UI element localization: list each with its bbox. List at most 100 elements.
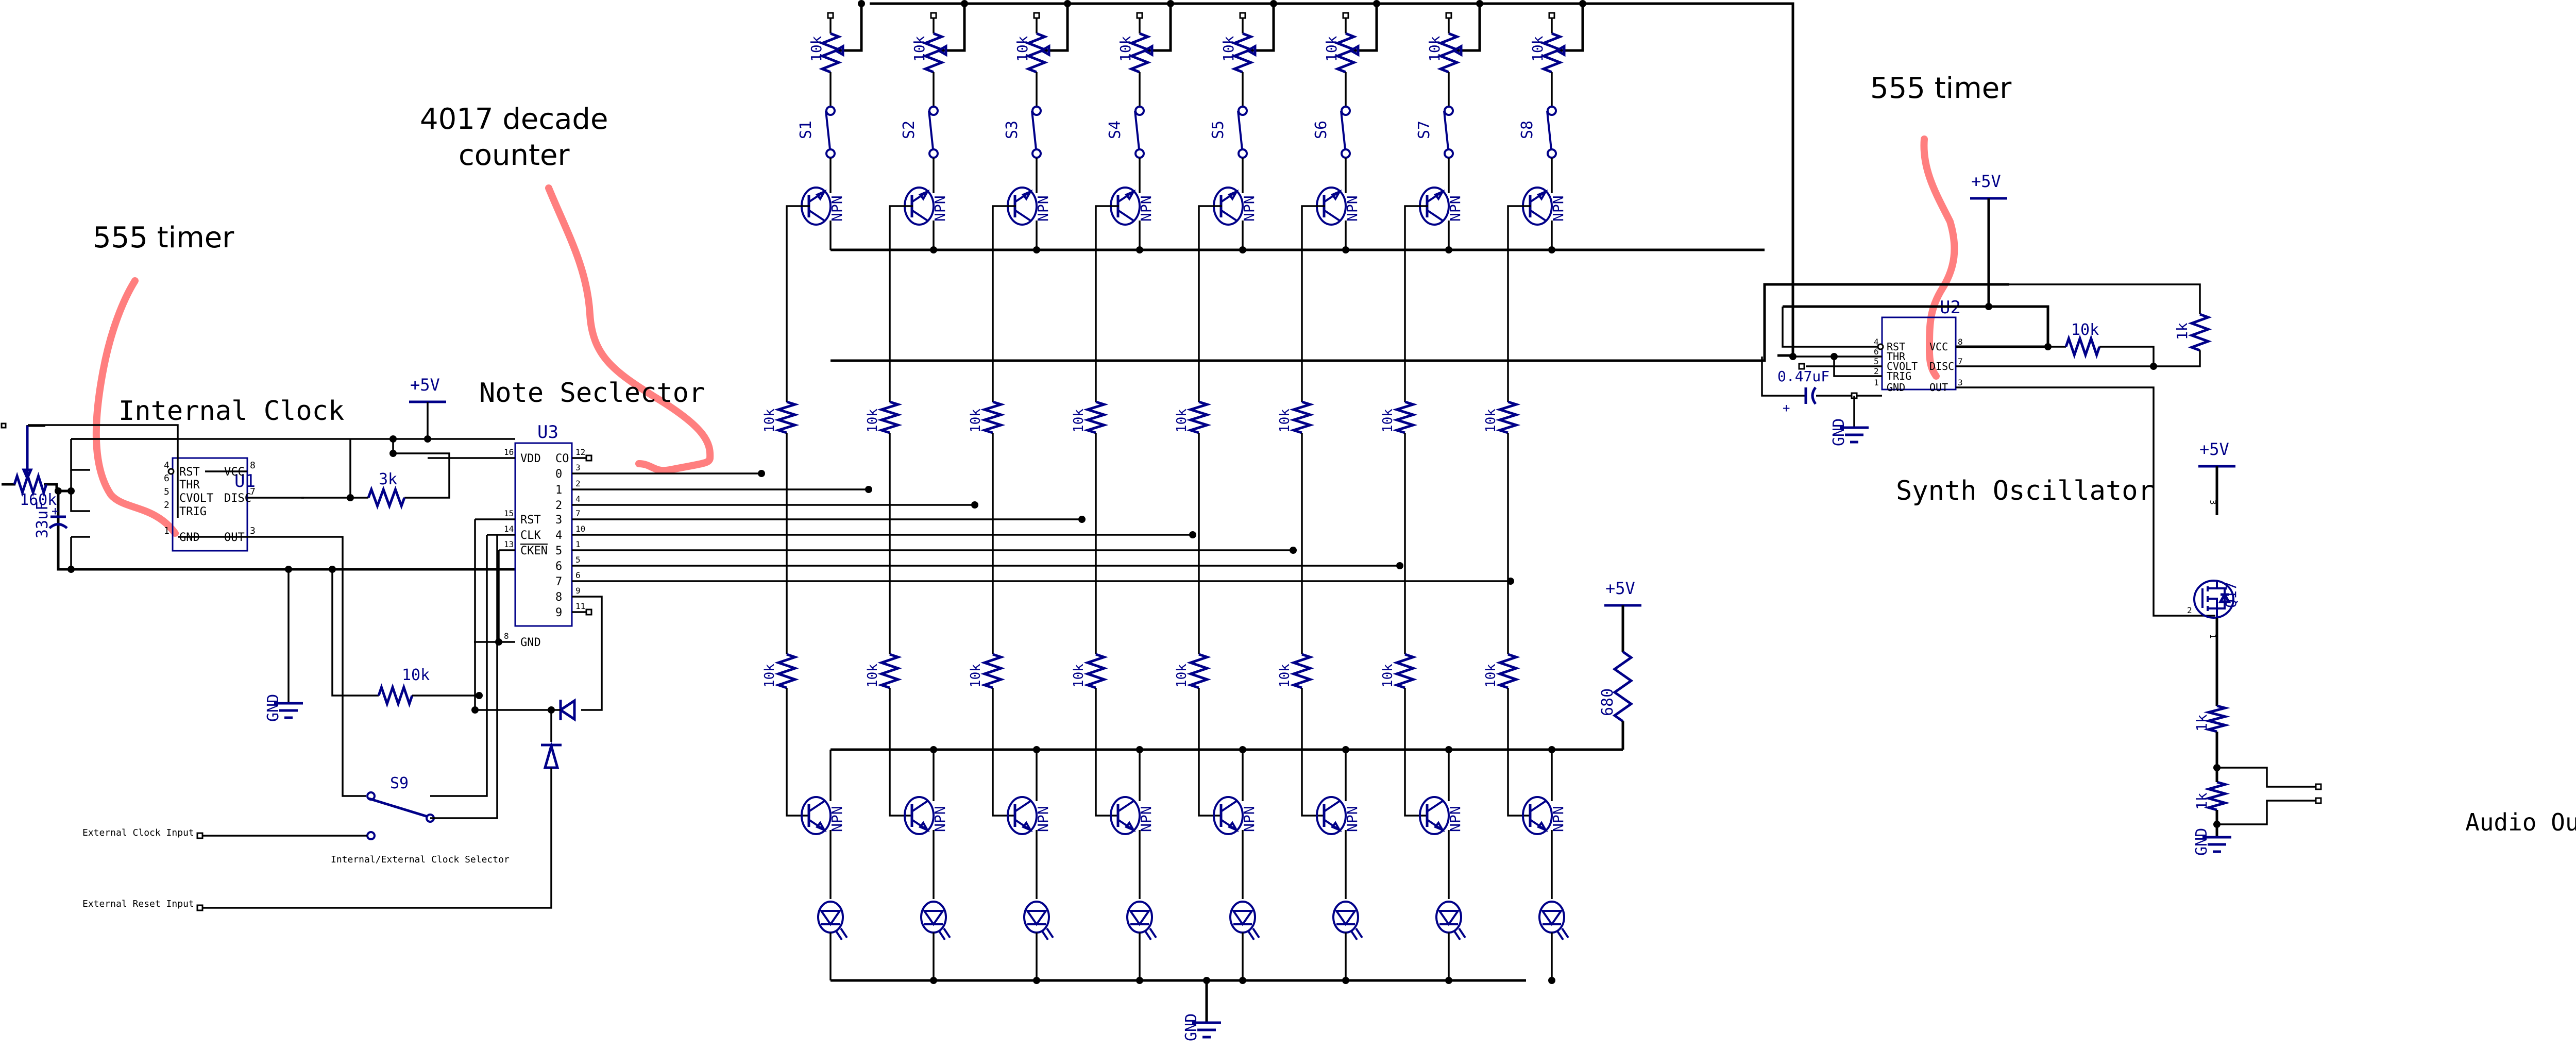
emitter-arrow-icon xyxy=(1021,189,1033,201)
wire xyxy=(1301,688,1325,817)
led-diode-icon xyxy=(1025,910,1048,926)
u1-pin-name: DISC xyxy=(224,492,251,505)
diode-ext-reset-icon xyxy=(541,741,562,769)
ground-symbol: GND xyxy=(1182,1013,1221,1041)
cap-curve-icon xyxy=(48,523,68,529)
pot-10k-label: 10k xyxy=(1117,36,1134,62)
led xyxy=(1435,901,1466,941)
resistor-10k-reset xyxy=(377,683,414,708)
junction-dot xyxy=(1342,977,1349,984)
terminal-pad xyxy=(585,454,592,462)
npn-transistor xyxy=(1316,796,1347,835)
wire xyxy=(831,350,1766,362)
npn-transistor xyxy=(1522,796,1553,835)
wire xyxy=(1507,205,1531,402)
resistor-1k-osc-label: 1k xyxy=(2174,323,2191,340)
u3-pin-number: 7 xyxy=(575,509,581,518)
switch-contact-icon xyxy=(1238,148,1248,159)
junction-dot xyxy=(1548,977,1555,984)
annotation-4017-line1: 4017 decade xyxy=(420,103,608,136)
cap-047uf-label: 0.47uF xyxy=(1777,368,1829,385)
u3-pin-number: 6 xyxy=(575,570,581,580)
u1-ref: U1 xyxy=(234,471,256,492)
switch-contact-icon xyxy=(1341,106,1351,116)
terminal-pad xyxy=(827,12,834,19)
led-diode-icon xyxy=(922,910,945,926)
resistor-10k-label: 10k xyxy=(1174,409,1190,433)
junction-dot xyxy=(1136,977,1143,984)
u2-pin-name: OUT xyxy=(1929,381,1948,394)
resistor-10k-reset-label: 10k xyxy=(402,666,430,684)
u1-pin-number: 7 xyxy=(250,486,256,497)
led-light-arrows-icon xyxy=(938,927,951,941)
u1-timer: U1 xyxy=(172,457,256,552)
wire xyxy=(1507,688,1531,817)
switch-lever-icon xyxy=(368,797,428,818)
block-title-audio-output: Audio Output xyxy=(2465,808,2576,836)
resistor-10k-base-top xyxy=(1289,400,1315,434)
annotation-arrow-555-right xyxy=(1920,136,1958,380)
junction-dot xyxy=(758,470,765,477)
resistor-10k-label: 10k xyxy=(1174,664,1190,688)
npn-label: NPN xyxy=(828,195,845,222)
transistor-body-icon xyxy=(1316,796,1347,835)
pot-10k xyxy=(922,32,945,74)
led xyxy=(817,901,848,941)
resistor-10k-base-bottom xyxy=(1393,653,1417,689)
u1-reset-inverted-icon xyxy=(167,468,175,475)
junction-dot xyxy=(865,486,872,493)
step-switch-label: S3 xyxy=(1003,121,1021,139)
led-body-icon xyxy=(1229,901,1256,934)
led-diode-icon xyxy=(1128,910,1151,926)
emitter-arrow-icon xyxy=(1227,821,1239,833)
annotation-555-right: 555 timer xyxy=(1870,72,2012,105)
transistor-body-icon xyxy=(1213,796,1244,835)
led-body-icon xyxy=(1538,901,1565,934)
wire xyxy=(1455,4,1481,52)
annotation-arrow-555-left xyxy=(92,277,179,537)
resistor-10k-label: 10k xyxy=(1071,409,1087,433)
u3-pin-name: 3 xyxy=(555,514,562,527)
terminal-pad xyxy=(1033,12,1040,19)
terminal-pad xyxy=(930,12,937,19)
switch-contact-icon xyxy=(1031,106,1042,116)
u3-pin-number: 10 xyxy=(575,524,585,534)
terminal-pad xyxy=(1342,12,1349,19)
junction-dot xyxy=(1373,0,1380,7)
resistor-10k-base-bottom xyxy=(980,653,1005,689)
junction-dot xyxy=(1136,746,1143,753)
npn-transistor xyxy=(1110,796,1141,835)
external-clock-input-label: External Clock Input xyxy=(82,827,194,838)
junction-dot xyxy=(1548,746,1555,753)
vcc-label: +5V xyxy=(410,375,440,395)
wire xyxy=(1095,205,1119,402)
u1-pin-number: 8 xyxy=(250,460,256,471)
led-light-arrows-icon xyxy=(1144,927,1157,941)
pot-10k xyxy=(1437,32,1461,74)
pot-10k-label: 10k xyxy=(1426,36,1443,62)
switch-lever-icon xyxy=(928,110,934,150)
led-body-icon xyxy=(920,901,947,934)
u3-pin-name: CO xyxy=(555,452,569,465)
u1-pin-number: 3 xyxy=(250,526,256,536)
terminal-pad xyxy=(196,904,204,911)
led-light-arrows-icon xyxy=(835,927,848,941)
wire xyxy=(1404,205,1428,402)
pot-160k xyxy=(13,471,48,497)
u1-pin-number: 1 xyxy=(164,526,170,536)
u3-pin-number: 15 xyxy=(504,509,514,518)
gnd-label: GND xyxy=(2193,828,2211,856)
vcc-label: +5V xyxy=(1971,172,2001,191)
resistor-680 xyxy=(1612,650,1634,723)
npn-transistor xyxy=(1007,796,1038,835)
switch-s9[interactable] xyxy=(196,535,498,840)
npn-label: NPN xyxy=(1035,195,1052,222)
u2-pin-name: DISC xyxy=(1929,360,1954,372)
wire xyxy=(1198,688,1222,817)
emitter-arrow-icon xyxy=(1433,189,1445,201)
wire xyxy=(786,688,810,817)
wire xyxy=(201,768,552,909)
